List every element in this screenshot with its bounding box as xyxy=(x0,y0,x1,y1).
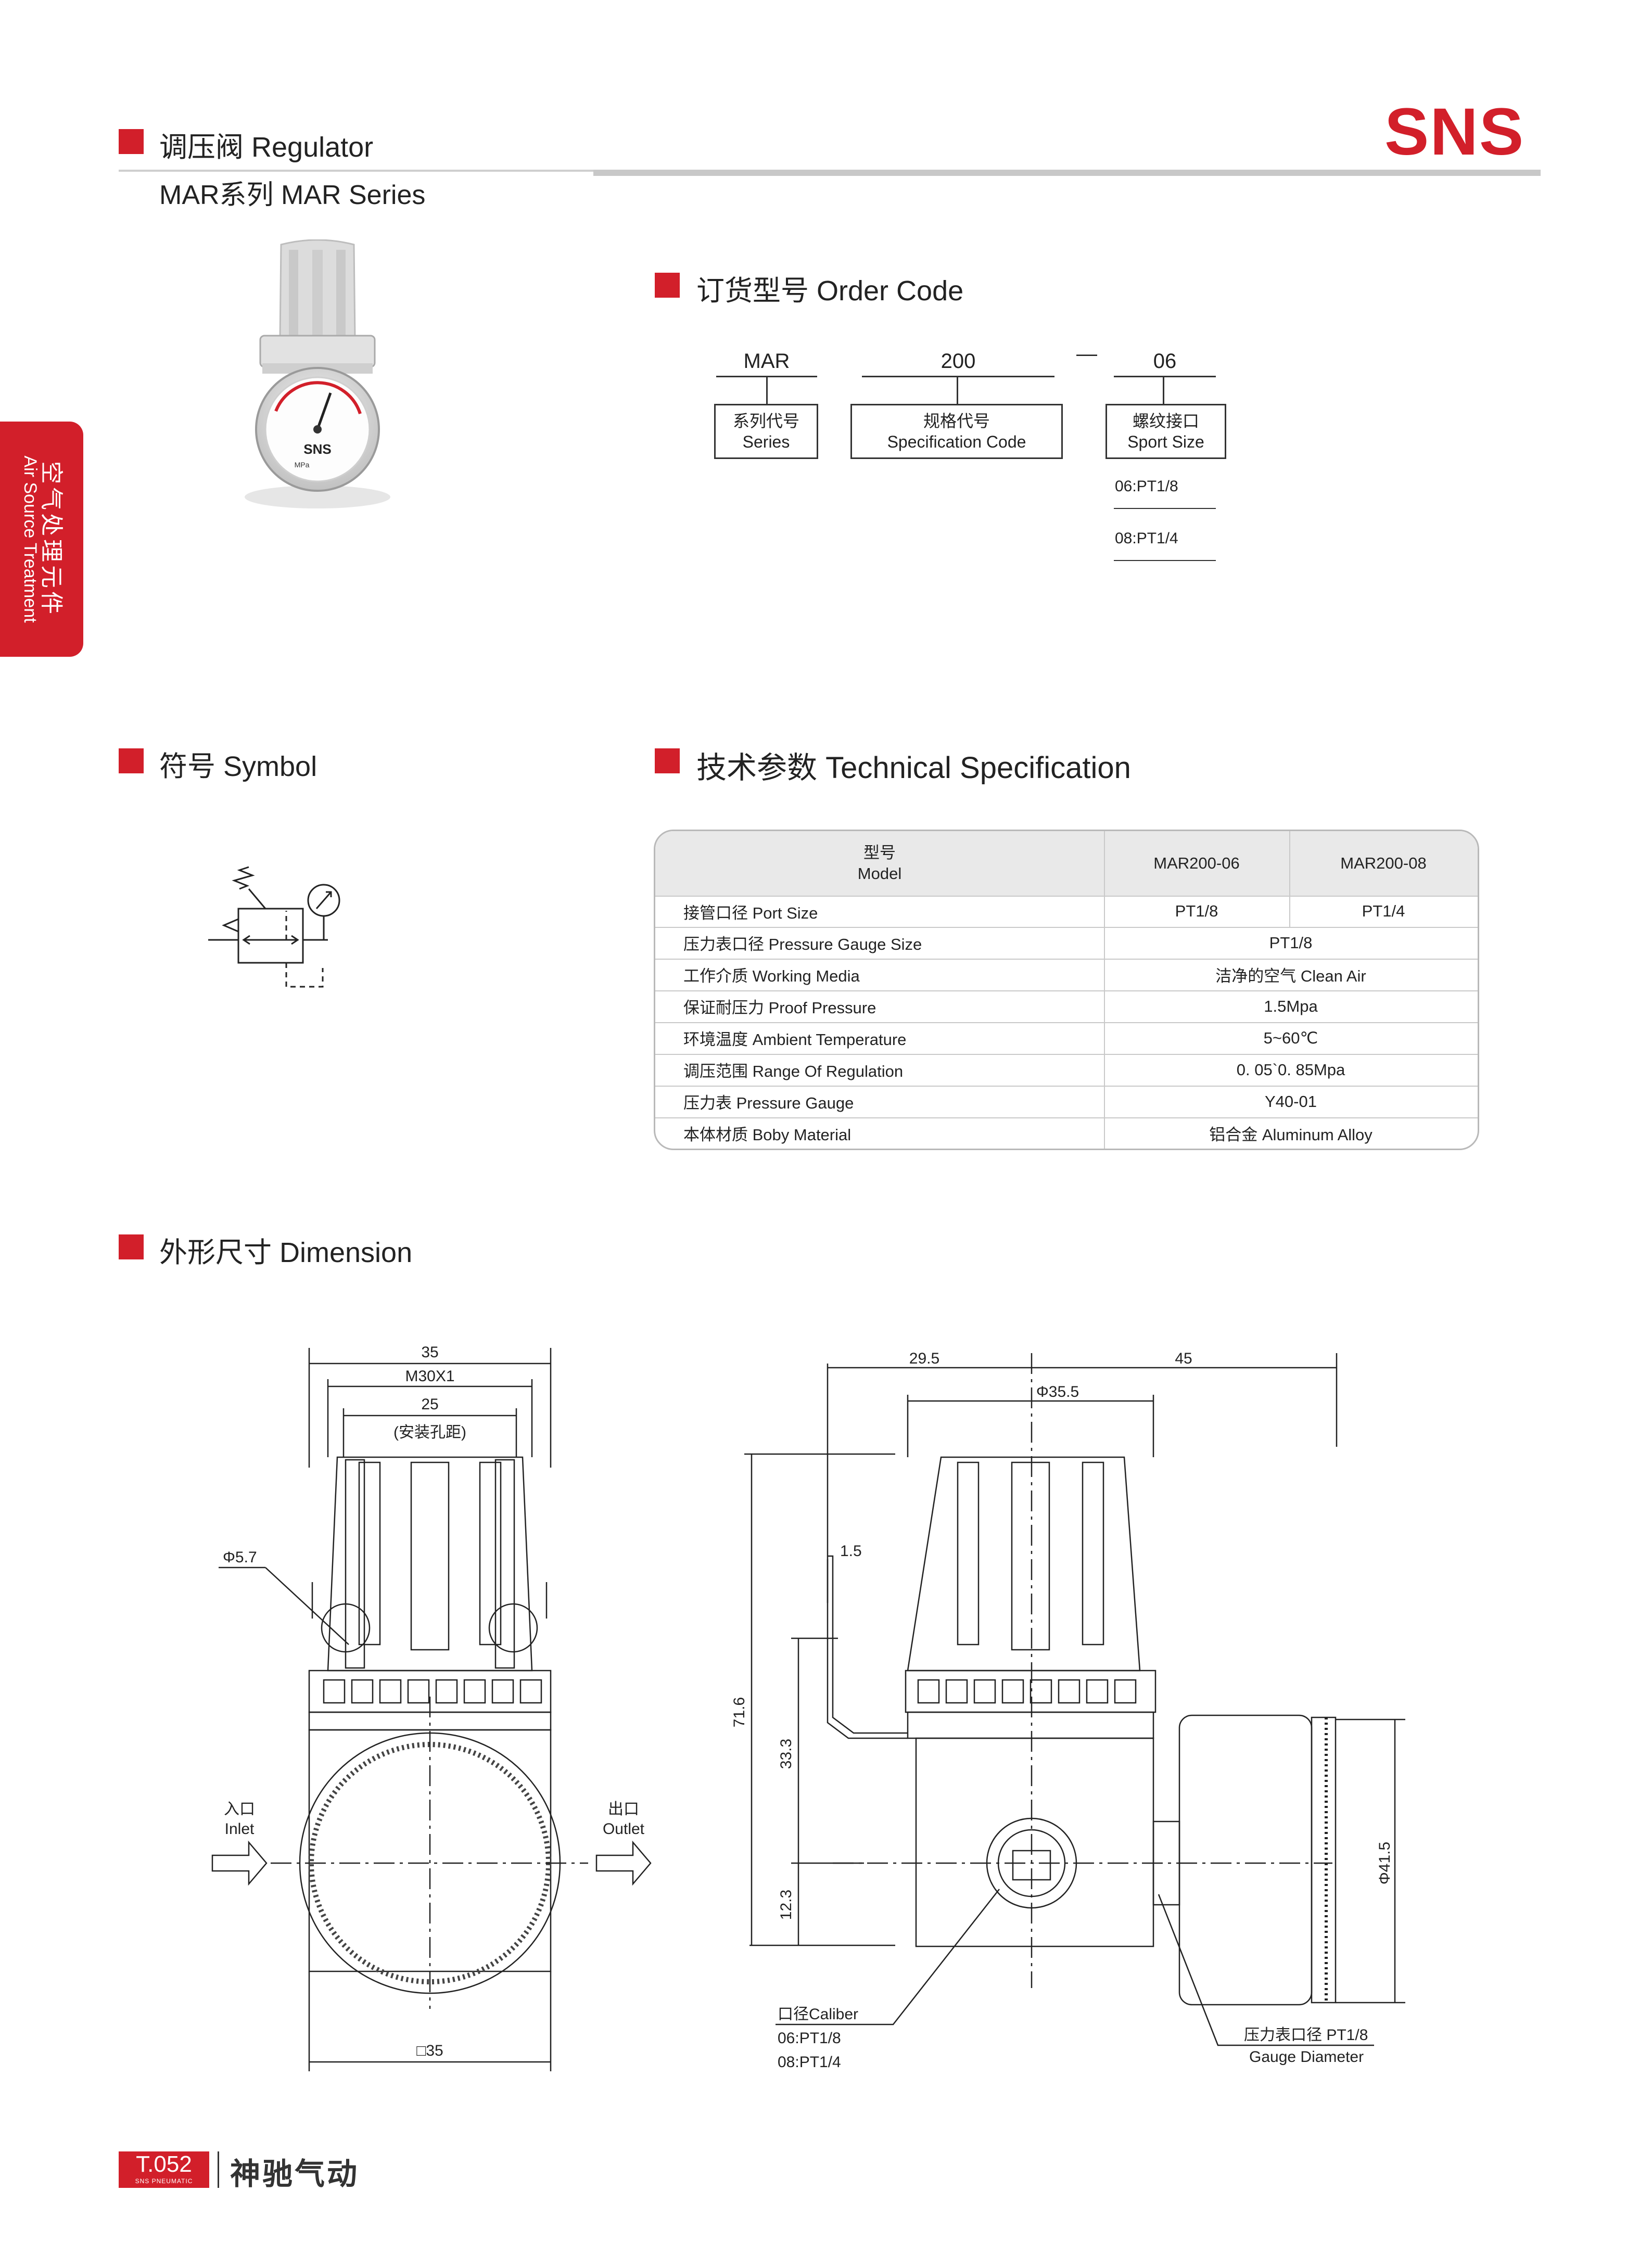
order-code-spec-en: Specification Code xyxy=(887,432,1026,451)
dimension-front-view: 35 M30X1 25 (安装孔距) Φ5.7 入口 Inlet 出口 Outl… xyxy=(211,1344,652,2071)
brand-logo: SNS xyxy=(1384,95,1525,169)
spec-row-label: 接管口径 Port Size xyxy=(683,903,818,922)
side-category-en: Air Source Treatment xyxy=(20,455,40,623)
dim-m30: M30X1 xyxy=(405,1368,454,1385)
spec-row-label: 调压范围 Range Of Regulation xyxy=(683,1062,904,1080)
page-number: T.052 xyxy=(136,2151,192,2177)
col-divider xyxy=(1104,831,1105,1149)
spec-row-value: PT1/4 xyxy=(1362,902,1405,920)
page-number-sub: SNS PNEUMATIC xyxy=(135,2177,193,2185)
spec-table: 型号 Model MAR200-06 MAR200-08 接管口径 Port S… xyxy=(654,830,1479,1150)
spec-row-label: 环境温度 Ambient Temperature xyxy=(683,1030,907,1049)
connector xyxy=(766,376,768,405)
company-name: 神驰气动 xyxy=(230,2157,360,2191)
spec-row-value: PT1/8 xyxy=(1175,902,1218,920)
product-photo: SNS MPa xyxy=(245,239,390,508)
symbol-title: 符号 Symbol xyxy=(159,751,317,782)
dimension-title: 外形尺寸 Dimension xyxy=(159,1237,413,1268)
connector xyxy=(1163,376,1164,405)
spec-header-model-cn: 型号 xyxy=(863,843,896,862)
page-number-badge: T.052 SNS PNEUMATIC xyxy=(119,2151,209,2188)
dim-sq35: □35 xyxy=(416,2042,443,2059)
dim-phi57: Φ5.7 xyxy=(223,1549,257,1566)
spec-row-label: 压力表 Pressure Gauge xyxy=(683,1094,854,1112)
underline xyxy=(862,376,1054,377)
spec-row-label: 本体材质 Boby Material xyxy=(683,1125,852,1144)
order-code-box-port: 螺纹接口 Sport Size xyxy=(1105,404,1226,459)
spec-row-value: 0. 05`0. 85Mpa xyxy=(1236,1060,1345,1079)
footer-divider xyxy=(218,2151,219,2188)
inlet-cn: 入口 xyxy=(224,1801,255,1818)
spec-row-value: PT1/8 xyxy=(1269,933,1313,952)
dim-phi35-5: Φ35.5 xyxy=(1036,1383,1079,1400)
option-divider xyxy=(1114,560,1216,561)
side-category-tab xyxy=(0,422,83,657)
col-divider xyxy=(1289,831,1290,927)
dim-mount: (安装孔距) xyxy=(393,1424,466,1441)
section-marker xyxy=(655,273,680,298)
spec-header-model-en: Model xyxy=(857,864,902,883)
order-code-spec-cn: 规格代号 xyxy=(923,412,990,430)
dim-25: 25 xyxy=(421,1396,438,1413)
section-marker xyxy=(119,129,144,154)
gauge-diameter-en: Gauge Diameter xyxy=(1249,2048,1364,2066)
page-title: 调压阀 Regulator xyxy=(159,132,374,163)
spec-row-value: 铝合金 Aluminum Alloy xyxy=(1209,1125,1373,1144)
dim-phi41-5: Φ41.5 xyxy=(1376,1842,1393,1884)
order-code-dash: — xyxy=(1076,342,1097,365)
order-code-port-cn: 螺纹接口 xyxy=(1132,412,1199,430)
spec-table-header xyxy=(655,831,1478,896)
spec-header-col1: MAR200-06 xyxy=(1153,854,1240,872)
spec-row-label: 压力表口径 Pressure Gauge Size xyxy=(683,935,922,953)
side-category-cn: 空气处理元件 xyxy=(38,461,64,617)
dim-71-6: 71.6 xyxy=(731,1697,748,1727)
caliber-option-1: 06:PT1/8 xyxy=(778,2030,841,2047)
dim-45: 45 xyxy=(1175,1350,1192,1367)
gauge-unit: MPa xyxy=(295,461,310,469)
dimension-side-view: 29.5 45 Φ35.5 1.5 71.6 33.3 12.3 Φ41.5 口… xyxy=(731,1350,1405,2071)
section-marker xyxy=(119,748,144,773)
dim-33-3: 33.3 xyxy=(778,1739,795,1769)
order-code-part-spec: 200 xyxy=(941,350,976,373)
spec-row-value: Y40-01 xyxy=(1265,1092,1317,1111)
underline xyxy=(1114,376,1216,377)
dim-1-5: 1.5 xyxy=(840,1543,862,1560)
section-marker xyxy=(119,1234,144,1259)
caliber-label: 口径Caliber xyxy=(778,2006,858,2023)
gauge-brand: SNS xyxy=(303,441,331,457)
spec-row-label: 保证耐压力 Proof Pressure xyxy=(683,999,876,1017)
order-code-box-series: 系列代号 Series xyxy=(714,404,818,459)
connector xyxy=(957,376,958,405)
spec-header-col2: MAR200-08 xyxy=(1340,854,1427,872)
dim-35: 35 xyxy=(421,1344,438,1361)
outlet-cn: 出口 xyxy=(608,1801,639,1818)
spec-title: 技术参数 Technical Specification xyxy=(696,751,1131,785)
order-code-title: 订货型号 Order Code xyxy=(696,275,964,307)
order-code-series-cn: 系列代号 xyxy=(732,412,799,430)
order-code-part-port: 06 xyxy=(1153,350,1177,373)
order-code-part-series: MAR xyxy=(743,350,790,373)
spec-row-value: 洁净的空气 Clean Air xyxy=(1215,967,1366,985)
order-code-port-en: Sport Size xyxy=(1127,432,1204,451)
outlet-en: Outlet xyxy=(603,1820,645,1838)
page-subtitle: MAR系列 MAR Series xyxy=(159,180,426,210)
inlet-en: Inlet xyxy=(225,1820,255,1838)
spec-row-value: 5~60℃ xyxy=(1263,1028,1318,1047)
spec-row-value: 1.5Mpa xyxy=(1264,997,1318,1015)
section-marker xyxy=(655,748,680,773)
order-code-option: 08:PT1/4 xyxy=(1115,530,1178,547)
caliber-option-2: 08:PT1/4 xyxy=(778,2054,841,2071)
order-code-option: 06:PT1/8 xyxy=(1115,478,1178,495)
option-divider xyxy=(1114,508,1216,509)
order-code-series-en: Series xyxy=(742,432,790,451)
dim-29-5: 29.5 xyxy=(909,1350,939,1367)
side-category-label: 空气处理元件 Air Source Treatment xyxy=(20,455,64,623)
spec-row-label: 工作介质 Working Media xyxy=(683,967,860,985)
order-code-box-spec: 规格代号 Specification Code xyxy=(850,404,1063,459)
gauge-diameter-cn: 压力表口径 PT1/8 xyxy=(1244,2027,1368,2044)
spec-header-model: 型号 Model xyxy=(655,831,1104,896)
dim-12-3: 12.3 xyxy=(778,1890,795,1920)
header-divider-bold xyxy=(593,170,1541,176)
regulator-symbol-diagram xyxy=(208,866,340,988)
